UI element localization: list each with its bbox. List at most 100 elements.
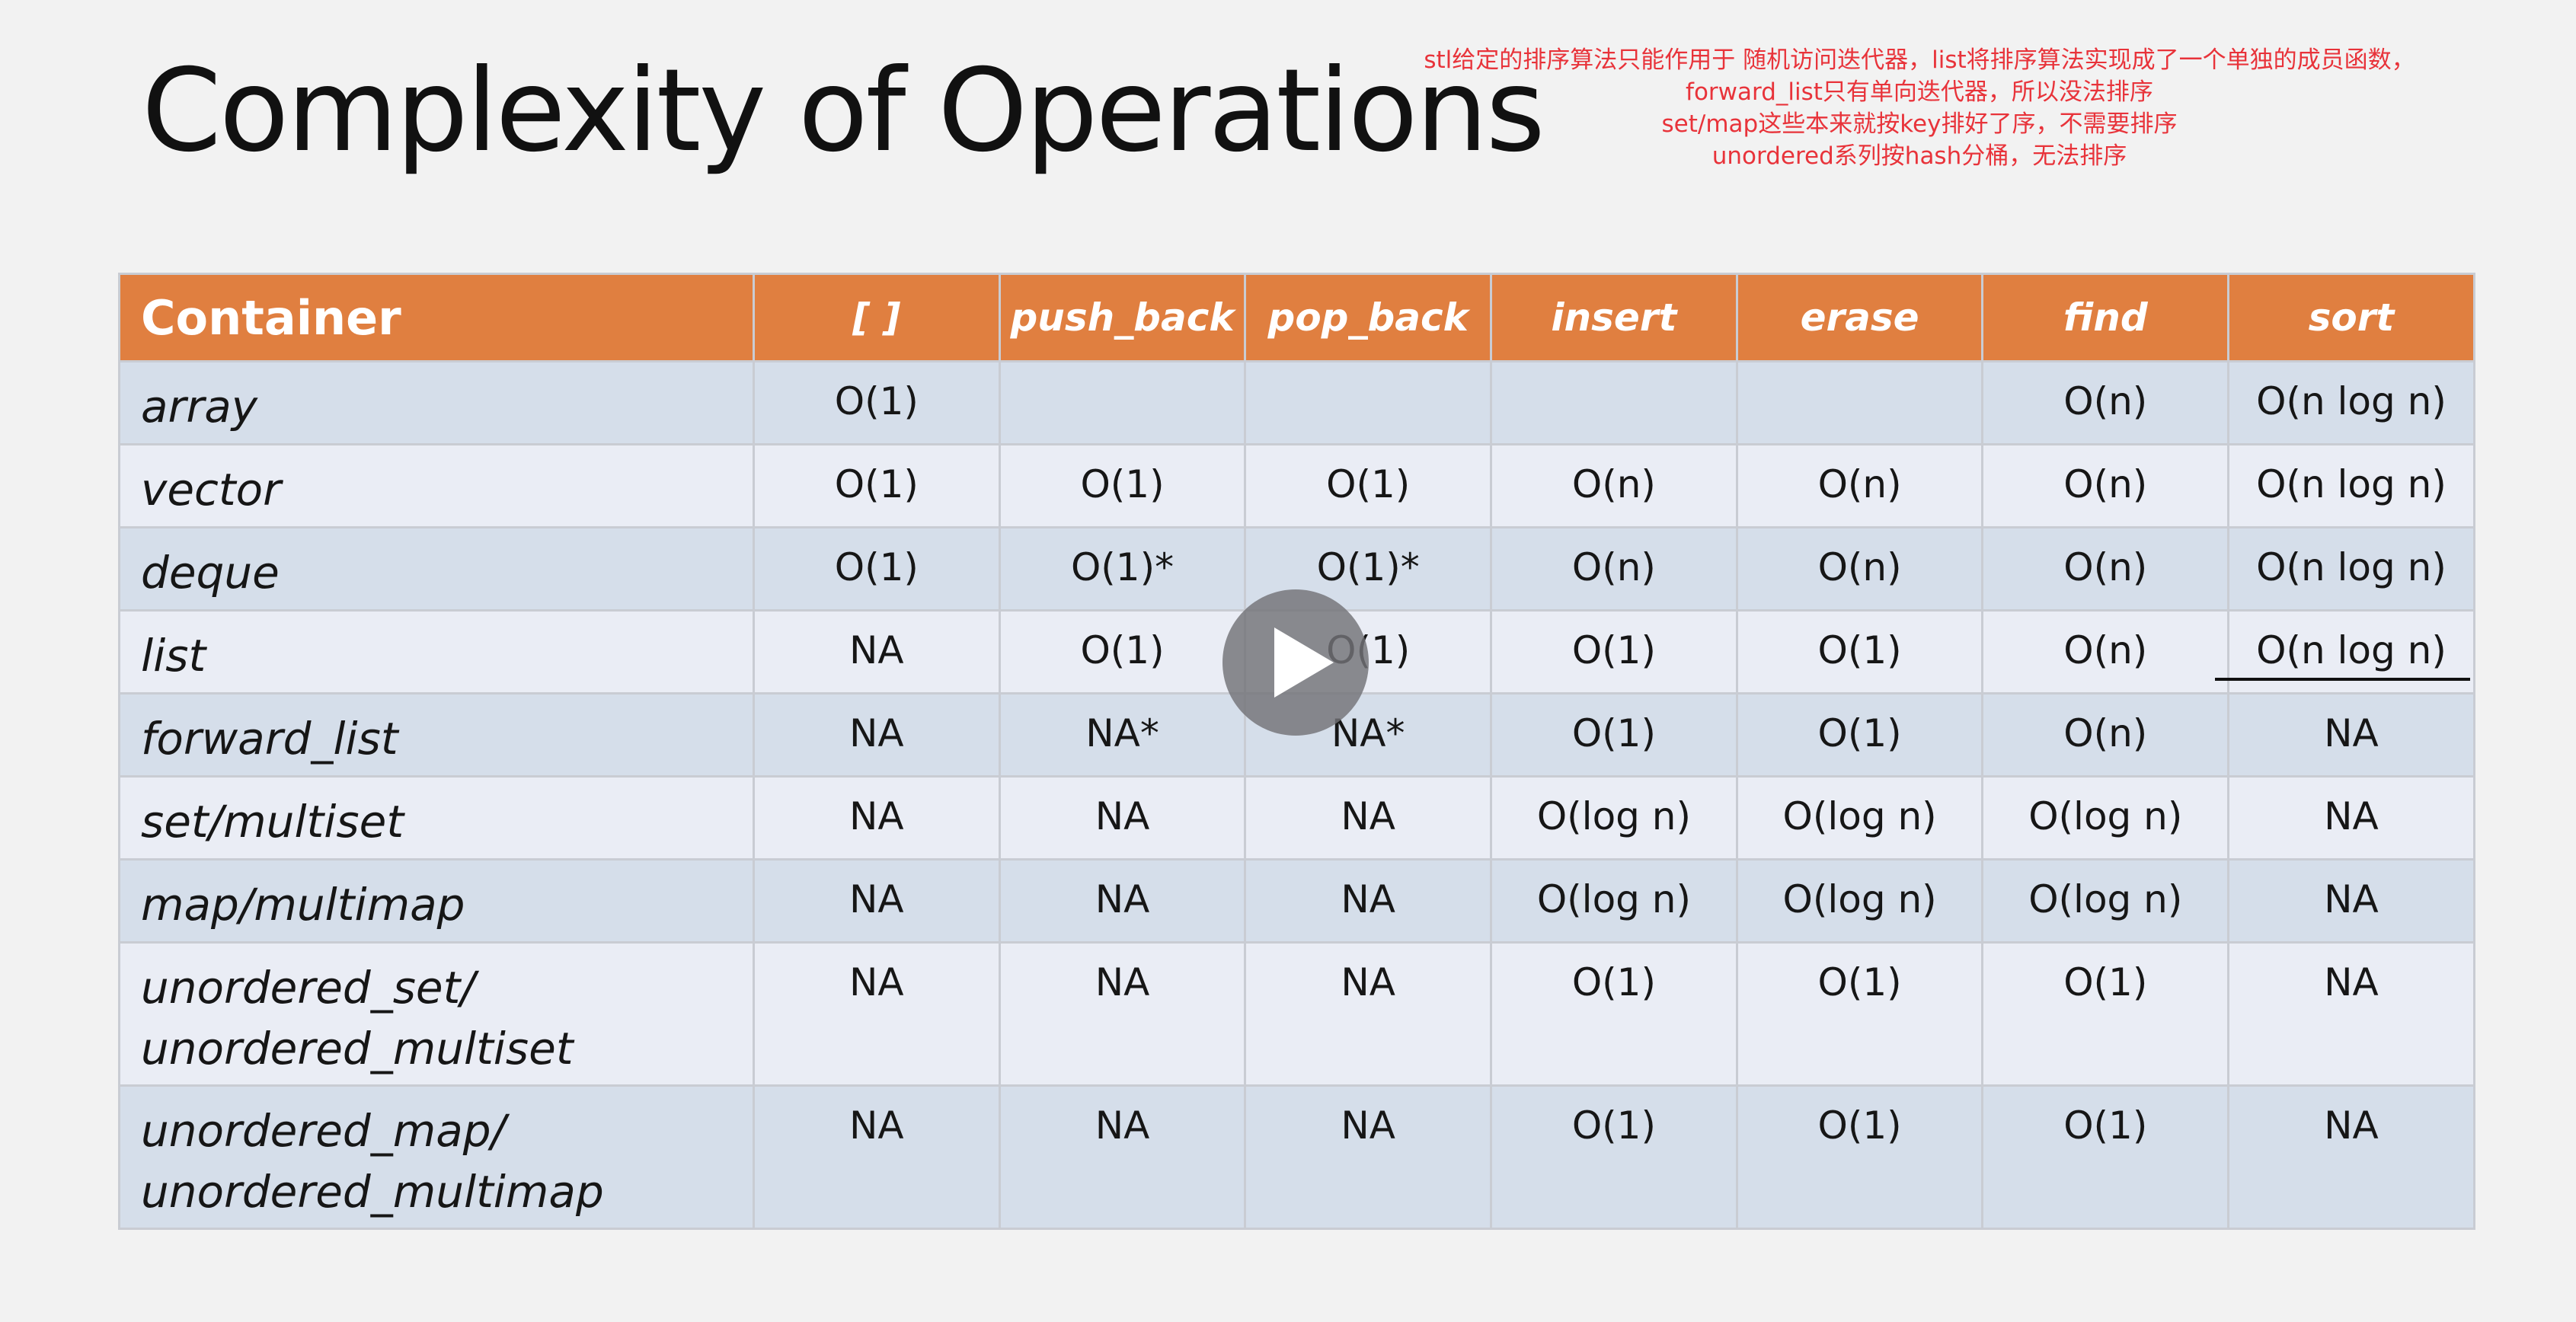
complexity-table: Container [ ] push_back pop_back insert … [118,273,2475,1230]
table-row: deque O(1) O(1)* O(1)* O(n) O(n) O(n) O(… [118,526,2475,612]
header-pop-back: pop_back [1244,273,1493,362]
header-push-back: push_back [998,273,1247,362]
table-cell: NA [2227,692,2475,778]
container-name: set/multiset [118,775,755,861]
table-cell: O(1) [1490,609,1738,695]
table-cell: NA [2227,1084,2475,1230]
table-cell: O(1) [998,609,1247,695]
table-cell: O(1) [1981,941,2230,1087]
table-cell: O(1) [998,443,1247,528]
container-name: map/multimap [118,858,755,944]
container-name-line: array [141,381,258,433]
container-name-line: deque [141,547,280,599]
table-cell: NA [1244,941,1493,1087]
table-cell: O(1)* [998,526,1247,612]
table-cell: O(1) [1490,1084,1738,1230]
container-name: forward_list [118,692,755,778]
container-name: vector [118,443,755,528]
table-cell: O(n log n) [2227,526,2475,612]
container-name: array [118,360,755,445]
table-cell: O(n) [1735,443,1984,528]
note-line: unordered系列按hash分桶，无法排序 [1711,142,2127,170]
table-cell: O(1) [1490,941,1738,1087]
container-name-line: unordered_multiset [141,1023,574,1075]
table-cell: O(n) [1981,692,2230,778]
annotation-note: stl给定的排序算法只能作用于 随机访问迭代器，list将排序算法实现成了一个单… [1341,44,2498,172]
container-name-line: list [141,630,206,682]
table-cell [1490,360,1738,445]
table-cell: O(1)* [1244,526,1493,612]
table-cell: O(1) [1735,609,1984,695]
table-row: vector O(1) O(1) O(1) O(n) O(n) O(n) O(n… [118,443,2475,528]
header-row: Container [ ] push_back pop_back insert … [118,273,2475,362]
header-subscript: [ ] [753,273,1001,362]
table-cell: NA [1244,775,1493,861]
table-cell: O(n) [1981,526,2230,612]
header-insert: insert [1490,273,1738,362]
container-name-line: unordered_multimap [141,1166,604,1218]
table-cell [1244,360,1493,445]
table-cell: NA [753,775,1001,861]
table-cell: O(1) [1490,692,1738,778]
table-cell: O(n) [1981,360,2230,445]
table-cell: NA [753,1084,1001,1230]
table-cell [1735,360,1984,445]
table-cell: O(1) [1981,1084,2230,1230]
table-cell: NA [2227,858,2475,944]
table-row: array O(1) O(n) O(n log n) [118,360,2475,445]
table-cell: NA [1244,1084,1493,1230]
table-cell: O(1) [753,526,1001,612]
table-cell: O(n) [1490,526,1738,612]
table-cell: O(n) [1735,526,1984,612]
slide-title: Complexity of Operations [142,45,1545,177]
note-line: forward_list只有单向迭代器，所以没法排序 [1686,78,2153,106]
table-cell: NA [998,775,1247,861]
container-name: unordered_set/ unordered_multiset [118,941,755,1087]
table-cell: O(n log n) [2227,609,2475,695]
table-cell: O(n log n) [2227,360,2475,445]
table-cell: NA [998,858,1247,944]
table-cell: O(log n) [1735,775,1984,861]
header-erase: erase [1735,273,1984,362]
note-line: set/map这些本来就按key排好了序，不需要排序 [1661,110,2178,138]
table-row: forward_list NA NA* NA* O(1) O(1) O(n) N… [118,692,2475,778]
container-name-line: map/multimap [141,879,465,931]
note-line: stl给定的排序算法只能作用于 随机访问迭代器，list将排序算法实现成了一个单… [1424,46,2415,74]
table-cell: O(1) [753,443,1001,528]
container-name-line: vector [141,464,281,516]
table-cell: O(1) [753,360,1001,445]
container-name: deque [118,526,755,612]
table-cell: O(log n) [1981,858,2230,944]
table-cell: O(1) [1244,443,1493,528]
container-name: list [118,609,755,695]
table-cell: NA [753,609,1001,695]
table-row: unordered_map/ unordered_multimap NA NA … [118,1084,2475,1230]
table-cell: O(log n) [1490,775,1738,861]
table-row: map/multimap NA NA NA O(log n) O(log n) … [118,858,2475,944]
table-cell: NA [753,692,1001,778]
container-name-line: set/multiset [141,796,404,848]
table-cell: O(n) [1981,443,2230,528]
underline-annotation [2215,678,2470,681]
table-cell: NA [2227,941,2475,1087]
table-cell: NA [998,941,1247,1087]
table-cell: NA [1244,858,1493,944]
table-cell [998,360,1247,445]
table-cell: NA [753,941,1001,1087]
container-name-line: forward_list [141,713,398,765]
container-name-line: unordered_map/ [141,1105,507,1157]
table-cell: NA* [998,692,1247,778]
header-sort: sort [2227,273,2475,362]
play-icon[interactable] [1274,627,1334,698]
table-cell: NA [2227,775,2475,861]
table-cell: NA [998,1084,1247,1230]
play-button[interactable] [1222,589,1369,736]
table-cell: O(1) [1735,941,1984,1087]
table-row: list NA O(1) O(1) O(1) O(1) O(n) O(n log… [118,609,2475,695]
container-name-line: unordered_set/ [141,962,475,1014]
table-cell: O(1) [1735,692,1984,778]
table-row: unordered_set/ unordered_multiset NA NA … [118,941,2475,1087]
table-row: set/multiset NA NA NA O(log n) O(log n) … [118,775,2475,861]
table-cell: O(n) [1981,609,2230,695]
header-container: Container [118,273,755,362]
